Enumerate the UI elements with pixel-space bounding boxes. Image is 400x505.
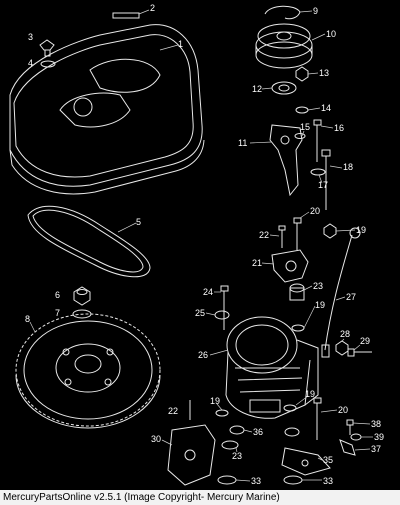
callout-11: 11 bbox=[238, 138, 247, 148]
spacer-23-lower-left bbox=[221, 440, 239, 450]
callout-38: 38 bbox=[371, 419, 381, 429]
exploded-parts-diagram: 1 2 3 4 5 6 7 8 9 10 11 12 13 14 15 16 1… bbox=[9, 3, 384, 486]
callout-29: 29 bbox=[360, 336, 370, 346]
copyright-caption: MercuryPartsOnline v2.5.1 (Image Copyrig… bbox=[0, 490, 400, 505]
callout-7: 7 bbox=[55, 308, 60, 318]
bearing bbox=[271, 81, 297, 95]
bracket-35 bbox=[281, 447, 331, 476]
callout-19-upper: 19 bbox=[356, 225, 366, 235]
callout-22-lower: 22 bbox=[168, 406, 178, 416]
nut-19-upper bbox=[323, 223, 337, 239]
callout-33-left: 33 bbox=[251, 476, 261, 486]
callout-12: 12 bbox=[252, 84, 262, 94]
spacer-23-body bbox=[289, 287, 305, 301]
ground-cable bbox=[321, 227, 361, 358]
terminal-37 bbox=[339, 439, 356, 456]
alternator bbox=[225, 316, 319, 419]
drive-belt bbox=[27, 205, 151, 278]
callout-39: 39 bbox=[374, 432, 384, 442]
callout-23-lower: 23 bbox=[232, 451, 242, 461]
washer-15 bbox=[294, 133, 306, 139]
nut-13 bbox=[295, 66, 309, 82]
alternator-bracket bbox=[271, 249, 309, 283]
washer-17 bbox=[310, 168, 326, 176]
callout-19-lower-right: 19 bbox=[305, 389, 315, 399]
callout-25: 25 bbox=[195, 308, 205, 318]
bolt-29 bbox=[347, 348, 372, 357]
bolt-20-lower bbox=[313, 397, 322, 440]
bolt-22-upper bbox=[278, 225, 286, 248]
bolt-38 bbox=[346, 419, 354, 435]
nut-28 bbox=[335, 340, 349, 356]
pulley-bracket bbox=[269, 124, 303, 197]
callout-19-mid: 19 bbox=[315, 300, 325, 310]
callout-16: 16 bbox=[334, 123, 344, 133]
callout-20-lower: 20 bbox=[338, 405, 348, 415]
callout-9: 9 bbox=[313, 6, 318, 16]
callout-2: 2 bbox=[150, 3, 155, 13]
callout-15: 15 bbox=[300, 122, 310, 132]
bolt-18 bbox=[321, 149, 331, 210]
washer-19-lower-right bbox=[283, 404, 297, 412]
idler-pulley bbox=[255, 23, 313, 69]
washer-33-right bbox=[283, 475, 303, 485]
callout-19-lower-left: 19 bbox=[210, 396, 220, 406]
bolt-24 bbox=[220, 285, 229, 330]
spacer-23-lower-right bbox=[284, 427, 300, 437]
callout-5: 5 bbox=[136, 217, 141, 227]
callout-30: 30 bbox=[151, 434, 161, 444]
callout-26: 26 bbox=[198, 350, 208, 360]
callout-3: 3 bbox=[28, 32, 33, 42]
snap-ring bbox=[264, 5, 301, 20]
callout-20-upper: 20 bbox=[310, 206, 320, 216]
washer-19-lower-left bbox=[215, 409, 229, 417]
washer-36 bbox=[229, 425, 245, 435]
callout-23-upper: 23 bbox=[313, 281, 323, 291]
callout-35: 35 bbox=[323, 455, 333, 465]
flywheel-nut bbox=[73, 286, 91, 306]
callout-labels: 1 2 3 4 5 6 7 8 9 10 11 12 13 14 15 16 1… bbox=[25, 3, 384, 486]
callout-4: 4 bbox=[28, 58, 33, 68]
callout-1: 1 bbox=[178, 39, 183, 49]
callout-27: 27 bbox=[346, 292, 356, 302]
washer-4 bbox=[40, 60, 56, 68]
washer-14 bbox=[295, 106, 309, 114]
callout-17: 17 bbox=[318, 180, 328, 190]
callout-10: 10 bbox=[326, 29, 336, 39]
callout-24: 24 bbox=[203, 287, 213, 297]
callout-13: 13 bbox=[319, 68, 329, 78]
callout-8: 8 bbox=[25, 314, 30, 324]
wing-nut bbox=[39, 39, 55, 57]
key-part bbox=[112, 12, 140, 19]
lower-bracket bbox=[167, 424, 216, 486]
flywheel bbox=[15, 313, 161, 429]
callout-6: 6 bbox=[55, 290, 60, 300]
washer-33-left bbox=[217, 475, 237, 485]
flywheel-cover bbox=[9, 24, 205, 195]
washer-25 bbox=[214, 310, 230, 320]
washer-19-mid bbox=[291, 324, 305, 332]
callout-37: 37 bbox=[371, 444, 381, 454]
bolt-16 bbox=[313, 119, 322, 162]
callout-18: 18 bbox=[343, 162, 353, 172]
callout-14: 14 bbox=[321, 103, 331, 113]
callout-28: 28 bbox=[340, 329, 350, 339]
washer-39 bbox=[350, 433, 362, 441]
callout-36: 36 bbox=[253, 427, 263, 437]
bolt-20-upper bbox=[293, 217, 302, 250]
callout-21: 21 bbox=[252, 258, 262, 268]
leader-lines bbox=[29, 9, 373, 482]
callout-22-upper: 22 bbox=[259, 230, 269, 240]
callout-33-right: 33 bbox=[323, 476, 333, 486]
